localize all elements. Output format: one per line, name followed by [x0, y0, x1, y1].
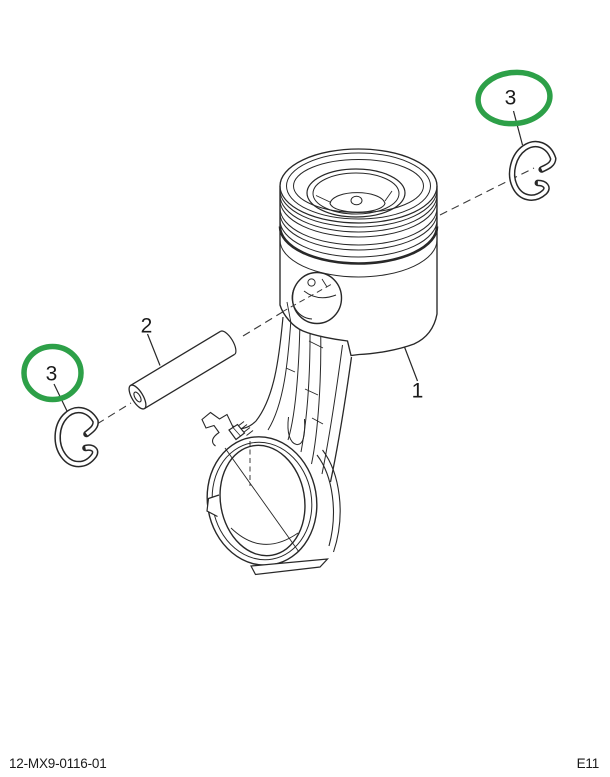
rod-shaft-edge-right [329, 356, 353, 483]
piston-pin-illustration [128, 330, 237, 410]
highlight-circle-right[interactable] [475, 69, 553, 127]
piston-bowl-dome [329, 192, 386, 213]
piston-ring-arc-5 [279, 212, 438, 251]
rod-rib-tick-3 [311, 417, 324, 425]
callout-ring-right[interactable]: 3 [475, 69, 553, 146]
connecting-rod-illustration [201, 316, 353, 576]
rod-bearing-seam-line [224, 447, 300, 553]
piston-pin-boss [291, 271, 343, 325]
piston-ring-arc-6 [279, 219, 438, 258]
piston-ring-arc-2 [279, 194, 438, 233]
rod-rib-tick-4 [285, 367, 296, 373]
piston-crown-front-rim [279, 185, 438, 224]
piston-illustration [278, 148, 439, 357]
rod-bolt [228, 421, 254, 441]
retaining-ring-right-illustration [507, 140, 555, 201]
rod-shaft-inner-right [321, 344, 343, 475]
rod-rib-tick-2 [304, 388, 319, 396]
piston-bowl-center-nub [350, 195, 363, 206]
rod-small-end-profile [303, 290, 337, 299]
pin-near-end-face [128, 384, 147, 410]
rod-cap-tab [206, 494, 220, 518]
rod-rib-tick-1 [308, 340, 324, 349]
piston-pin-boss-rim-arc [291, 284, 313, 320]
piston-ring-arc-4 [279, 207, 438, 246]
rod-bolt-recess-right [287, 416, 306, 446]
rod-big-end-side-depth-2 [322, 449, 341, 553]
piston-crown-chamfer-1 [286, 152, 431, 220]
retaining-ring-left-illustration [58, 410, 96, 464]
rod-shaft-line-c [287, 320, 301, 441]
rod-big-end-side-depth-1 [316, 454, 334, 547]
footer: 12-MX9-0116-01 E11 [9, 756, 599, 771]
rod-shaft-line-b [267, 318, 292, 431]
callout-ring-left[interactable]: 3 [21, 343, 84, 412]
rod-shaft-edge-left [232, 316, 284, 430]
piston-ring-arc-3 [279, 199, 438, 238]
sheet-code: E11 [577, 756, 599, 771]
pin-far-end-arc [220, 330, 237, 356]
piston-bowl-wall-left [315, 195, 332, 203]
callout-piston-leader [403, 346, 419, 382]
rod-bolt-head-facet [232, 427, 241, 437]
callout-ring-right-leader [512, 110, 524, 146]
pin-bore-hole [133, 391, 142, 403]
piston-bowl-wall-right [384, 190, 393, 202]
piston-skirt-inner-line [286, 301, 292, 324]
rod-small-end-edge [321, 278, 328, 288]
callout-piston-number[interactable]: 1 [412, 380, 424, 403]
rod-bearing-shell-arc [230, 527, 299, 545]
callout-pin-number[interactable]: 2 [141, 315, 153, 338]
rod-shaft-line-d [300, 322, 311, 453]
callout-pin[interactable]: 2 [141, 315, 161, 366]
callout-piston[interactable]: 1 [403, 346, 424, 403]
rod-cap-bottom [250, 558, 330, 576]
callout-ring-right-number[interactable]: 3 [505, 87, 517, 110]
piston-ring-arc-7 [279, 239, 438, 278]
piston-ring-arc-1 [279, 189, 438, 228]
rod-small-end-hole [307, 278, 316, 287]
piston-bowl-rim-inner [312, 172, 400, 215]
axis-dash-segment-left [96, 402, 132, 425]
drawing-number: 12-MX9-0116-01 [9, 756, 107, 771]
axis-dash-segment-right [439, 167, 535, 216]
callout-ring-left-number[interactable]: 3 [46, 363, 58, 386]
pin-bottom-side [144, 353, 235, 410]
piston-bowl-rim-outer [306, 168, 406, 218]
highlight-circle-left[interactable] [21, 343, 84, 403]
pin-top-side [130, 330, 221, 386]
rod-shaft-line-e [311, 322, 322, 465]
rod-bolt-thread-4 [246, 430, 254, 436]
piston-ring-band-dark [278, 226, 439, 265]
rod-parting-line-jag [201, 411, 234, 447]
callout-pin-leader [146, 333, 161, 366]
rod-bolt-thread-3 [243, 427, 251, 433]
